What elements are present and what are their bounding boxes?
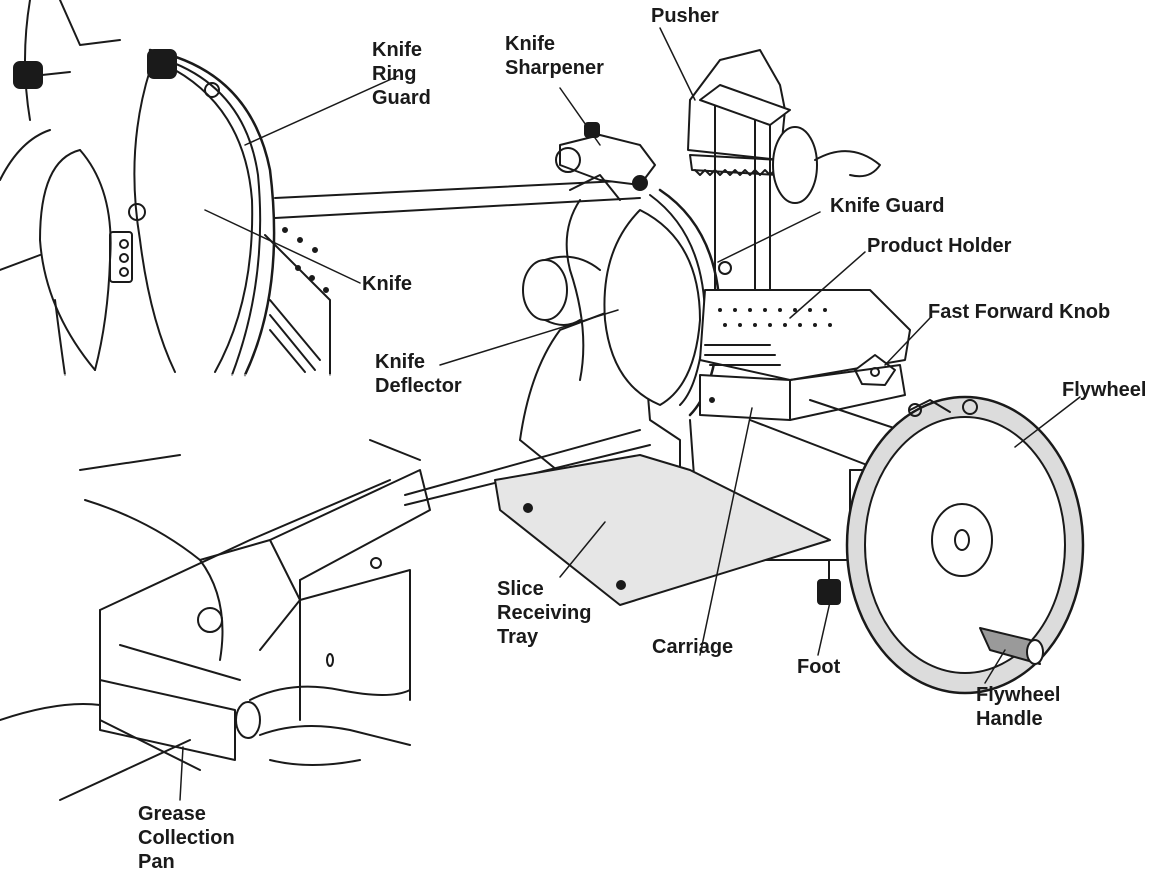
label-knife-ring-guard: Knife Ring Guard: [372, 38, 431, 110]
product-holder-tray: [699, 289, 911, 381]
knob-icon: [13, 61, 43, 89]
pusher-frame: [689, 49, 786, 111]
label-knife-deflector: Knife Deflector: [375, 350, 462, 398]
label-flywheel-handle: Flywheel Handle: [976, 683, 1060, 731]
label-knife-sharpener-line-1: Knife: [505, 33, 555, 55]
label-knife-deflector-line-2: Deflector: [375, 375, 462, 397]
label-grease-collection-pan-line-3: Pan: [138, 851, 175, 873]
label-knife-sharpener-line-2: Sharpener: [505, 57, 604, 79]
label-foot-text: Foot: [797, 656, 841, 678]
label-grease-collection-pan: Grease Collection Pan: [138, 802, 235, 874]
label-slice-receiving-tray-line-2: Receiving: [497, 602, 592, 624]
label-product-holder-text: Product Holder: [867, 235, 1012, 257]
label-knife-ring-guard-line-2: Ring: [372, 63, 417, 85]
knife-blade-inset: [174, 69, 254, 373]
label-fast-forward-knob-text: Fast Forward Knob: [928, 301, 1111, 323]
label-knife-text: Knife: [362, 273, 412, 295]
label-slice-receiving-tray: Slice Receiving Tray: [497, 577, 591, 649]
label-grease-collection-pan-line-2: Collection: [138, 827, 235, 849]
slicer-main-drawing: [494, 49, 1085, 695]
label-knife-deflector-line-1: Knife: [375, 351, 425, 373]
label-knife-guard-text: Knife Guard: [830, 195, 945, 217]
label-knife-sharpener: Knife Sharpener: [505, 32, 604, 80]
label-foot: Foot: [797, 655, 840, 679]
label-grease-collection-pan-line-1: Grease: [138, 803, 206, 825]
slice-receiving-tray: [494, 454, 831, 606]
label-knife-ring-guard-line-3: Guard: [372, 87, 431, 109]
label-carriage: Carriage: [652, 635, 733, 659]
fast-forward-knob: [854, 354, 896, 386]
label-carriage-text: Carriage: [652, 636, 734, 658]
label-flywheel-handle-line-2: Handle: [976, 708, 1043, 730]
flywheel-handle-grip: [979, 627, 1041, 665]
label-product-holder: Product Holder: [867, 234, 1011, 258]
label-flywheel: Flywheel: [1062, 378, 1146, 402]
label-flywheel-text: Flywheel: [1062, 379, 1147, 401]
label-flywheel-handle-line-1: Flywheel: [976, 684, 1061, 706]
leader-lines: [179, 27, 1081, 801]
label-knife-ring-guard-line-1: Knife: [372, 39, 422, 61]
label-knife-guard: Knife Guard: [830, 194, 944, 218]
label-pusher: Pusher: [651, 4, 719, 28]
label-slice-receiving-tray-line-3: Tray: [497, 626, 539, 648]
foot-icon: [817, 579, 841, 605]
label-pusher-text: Pusher: [651, 5, 719, 27]
grease-pan-inset: [0, 439, 431, 801]
label-knife: Knife: [362, 272, 412, 296]
knife-disc: [603, 209, 701, 406]
label-fast-forward-knob: Fast Forward Knob: [928, 300, 1110, 324]
knife-closeup-inset: [0, 0, 341, 377]
label-slice-receiving-tray-line-1: Slice: [497, 578, 544, 600]
knife-sharpener: [559, 134, 656, 186]
